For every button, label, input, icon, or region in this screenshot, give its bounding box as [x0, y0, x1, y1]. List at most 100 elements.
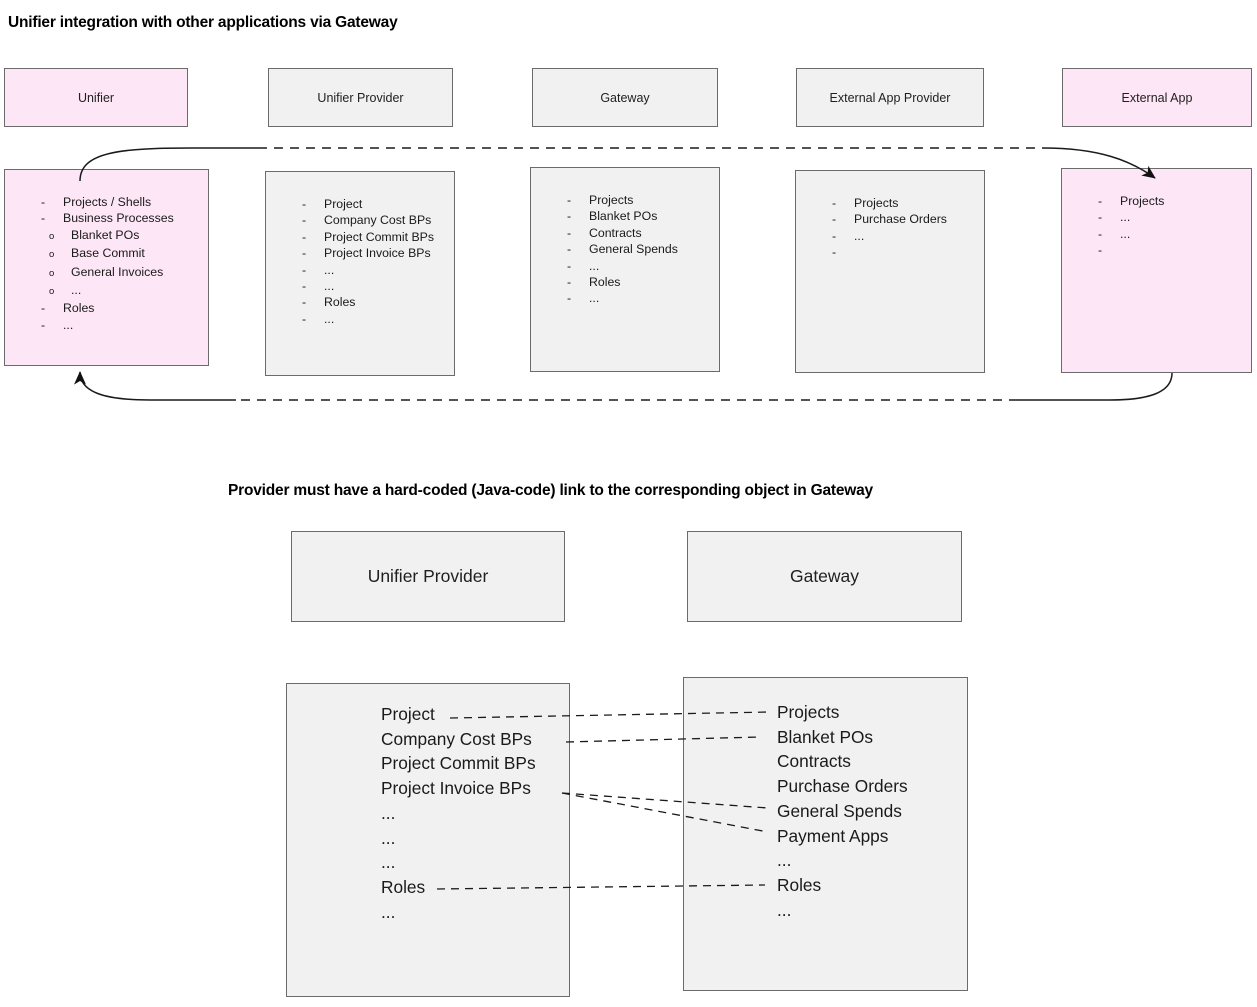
list-item-label: ...	[1120, 210, 1131, 225]
detail-list-item: Company Cost BPs	[381, 728, 532, 749]
dash-bullet-icon: -	[41, 195, 46, 209]
detail-list-item: Roles	[381, 876, 426, 897]
list-item-label: Purchase Orders	[854, 212, 947, 227]
header-box-external-app[interactable]: External App	[1062, 68, 1252, 127]
content-box-unifier-provider: -Project-Company Cost BPs-Project Commit…	[265, 171, 455, 376]
detail-panel-unifier-provider	[286, 683, 570, 997]
detail-header-box-unifier-provider[interactable]: Unifier Provider	[291, 531, 565, 622]
list-item: -...	[5, 317, 208, 333]
detail-header-label-unifier-provider: Unifier Provider	[367, 566, 489, 586]
detail-header-box-gateway[interactable]: Gateway	[687, 531, 962, 622]
circle-bullet-icon: o	[49, 267, 55, 279]
detail-list-item: Project Commit BPs	[381, 753, 536, 774]
content-box-gateway: -Projects-Blanket POs-Contracts-General …	[530, 167, 720, 372]
dash-bullet-icon: -	[302, 311, 307, 326]
list-item-label: Project Commit BPs	[324, 229, 435, 244]
list-item-label: Roles	[324, 295, 356, 310]
dash-bullet-icon: -	[302, 197, 307, 211]
detail-panel-gateway	[683, 677, 968, 991]
list-item-label: ...	[324, 311, 335, 326]
header-box-unifier[interactable]: Unifier	[4, 68, 188, 127]
detail-list-item: Project Invoice BPs	[381, 778, 531, 799]
list-item-label: Contracts	[589, 225, 642, 240]
circle-bullet-icon: o	[49, 286, 55, 298]
list-item: -Contracts	[531, 225, 719, 241]
header-label-external-app-provider: External App Provider	[829, 90, 951, 105]
list-item: - Project Commit BPs	[266, 229, 454, 245]
list-item: -Company Cost BPs	[266, 212, 454, 228]
detail-header-label-gateway: Gateway	[789, 566, 860, 586]
detail-list-item: Project	[381, 704, 435, 724]
list-item: -Projects	[796, 195, 984, 211]
flow-return-arrowhead-into-unifier	[74, 371, 236, 401]
header-label-unifier-provider: Unifier Provider	[317, 90, 404, 105]
item-list-external-app: -Projects-...-...-	[1062, 169, 1251, 259]
item-list-gateway: -Projects-Blanket POs-Contracts-General …	[531, 168, 719, 307]
dash-bullet-icon: -	[567, 242, 572, 257]
header-box-gateway[interactable]: Gateway	[532, 68, 718, 127]
list-item-label: Roles	[589, 275, 621, 290]
dash-bullet-icon: -	[302, 279, 307, 294]
dash-bullet-icon: -	[832, 212, 837, 227]
detail-list-item: Contracts	[777, 751, 851, 772]
list-item: -...	[1062, 226, 1251, 242]
list-item: -...	[1062, 209, 1251, 225]
dash-bullet-icon: -	[41, 211, 46, 226]
detail-list-item: Projects	[777, 702, 840, 722]
header-box-unifier-provider[interactable]: Unifier Provider	[268, 68, 453, 127]
list-item: -	[796, 244, 984, 260]
detail-list-item: Purchase Orders	[777, 776, 908, 797]
section-subtitle: Provider must have a hard-coded (Java-co…	[228, 482, 873, 499]
list-item-label: Project Invoice BPs	[324, 246, 431, 261]
list-item: - Project	[266, 196, 454, 212]
circle-bullet-icon: o	[49, 249, 55, 261]
list-item-label: Project	[324, 197, 363, 211]
header-box-external-app-provider[interactable]: External App Provider	[796, 68, 984, 127]
list-item: -...	[796, 228, 984, 244]
page-title: Unifier integration with other applicati…	[8, 14, 398, 31]
dash-bullet-icon: -	[302, 295, 307, 310]
list-item-label: Projects / Shells	[63, 195, 152, 209]
list-item: - General Spends	[531, 241, 719, 257]
list-item-label: ...	[63, 317, 74, 332]
circle-bullet-icon: o	[49, 230, 55, 242]
list-item-label: ...	[589, 291, 600, 306]
header-label-gateway: Gateway	[600, 90, 650, 105]
content-box-external-app: -Projects-...-...-	[1061, 168, 1252, 373]
list-item-label: Projects	[1120, 194, 1165, 208]
list-item: - Purchase Orders	[796, 211, 984, 227]
list-item: -...	[266, 311, 454, 327]
dash-bullet-icon: -	[567, 275, 572, 290]
dash-bullet-icon: -	[567, 291, 572, 306]
dash-bullet-icon: -	[1098, 226, 1103, 241]
list-item: - Business Processes	[5, 210, 208, 226]
detail-list-item: ...	[381, 901, 396, 922]
detail-list-item: ...	[381, 852, 396, 873]
list-item-label: General Spends	[589, 242, 678, 257]
flow-return-from-external-app	[1018, 372, 1173, 401]
detail-list-item: ...	[777, 850, 792, 871]
dash-bullet-icon: -	[41, 317, 46, 332]
detail-list-item: ...	[381, 827, 396, 848]
list-item-label: ...	[854, 228, 865, 243]
list-item-label: ...	[71, 283, 82, 298]
detail-list-item: Roles	[777, 874, 822, 895]
list-item-label: General Invoices	[71, 264, 164, 279]
list-item-label: Roles	[63, 301, 95, 316]
detail-list-item: Payment Apps	[777, 825, 889, 846]
list-item: -...	[531, 258, 719, 274]
list-item: -Projects	[1062, 193, 1251, 209]
list-item: o...	[5, 282, 208, 300]
list-item-label: ...	[589, 258, 600, 273]
list-item-label: Base Commit	[71, 246, 145, 261]
list-item: o General Invoices	[5, 264, 208, 282]
list-item-label: Business Processes	[63, 211, 174, 226]
list-item-label: Company Cost BPs	[324, 213, 432, 228]
dash-bullet-icon: -	[302, 229, 307, 244]
